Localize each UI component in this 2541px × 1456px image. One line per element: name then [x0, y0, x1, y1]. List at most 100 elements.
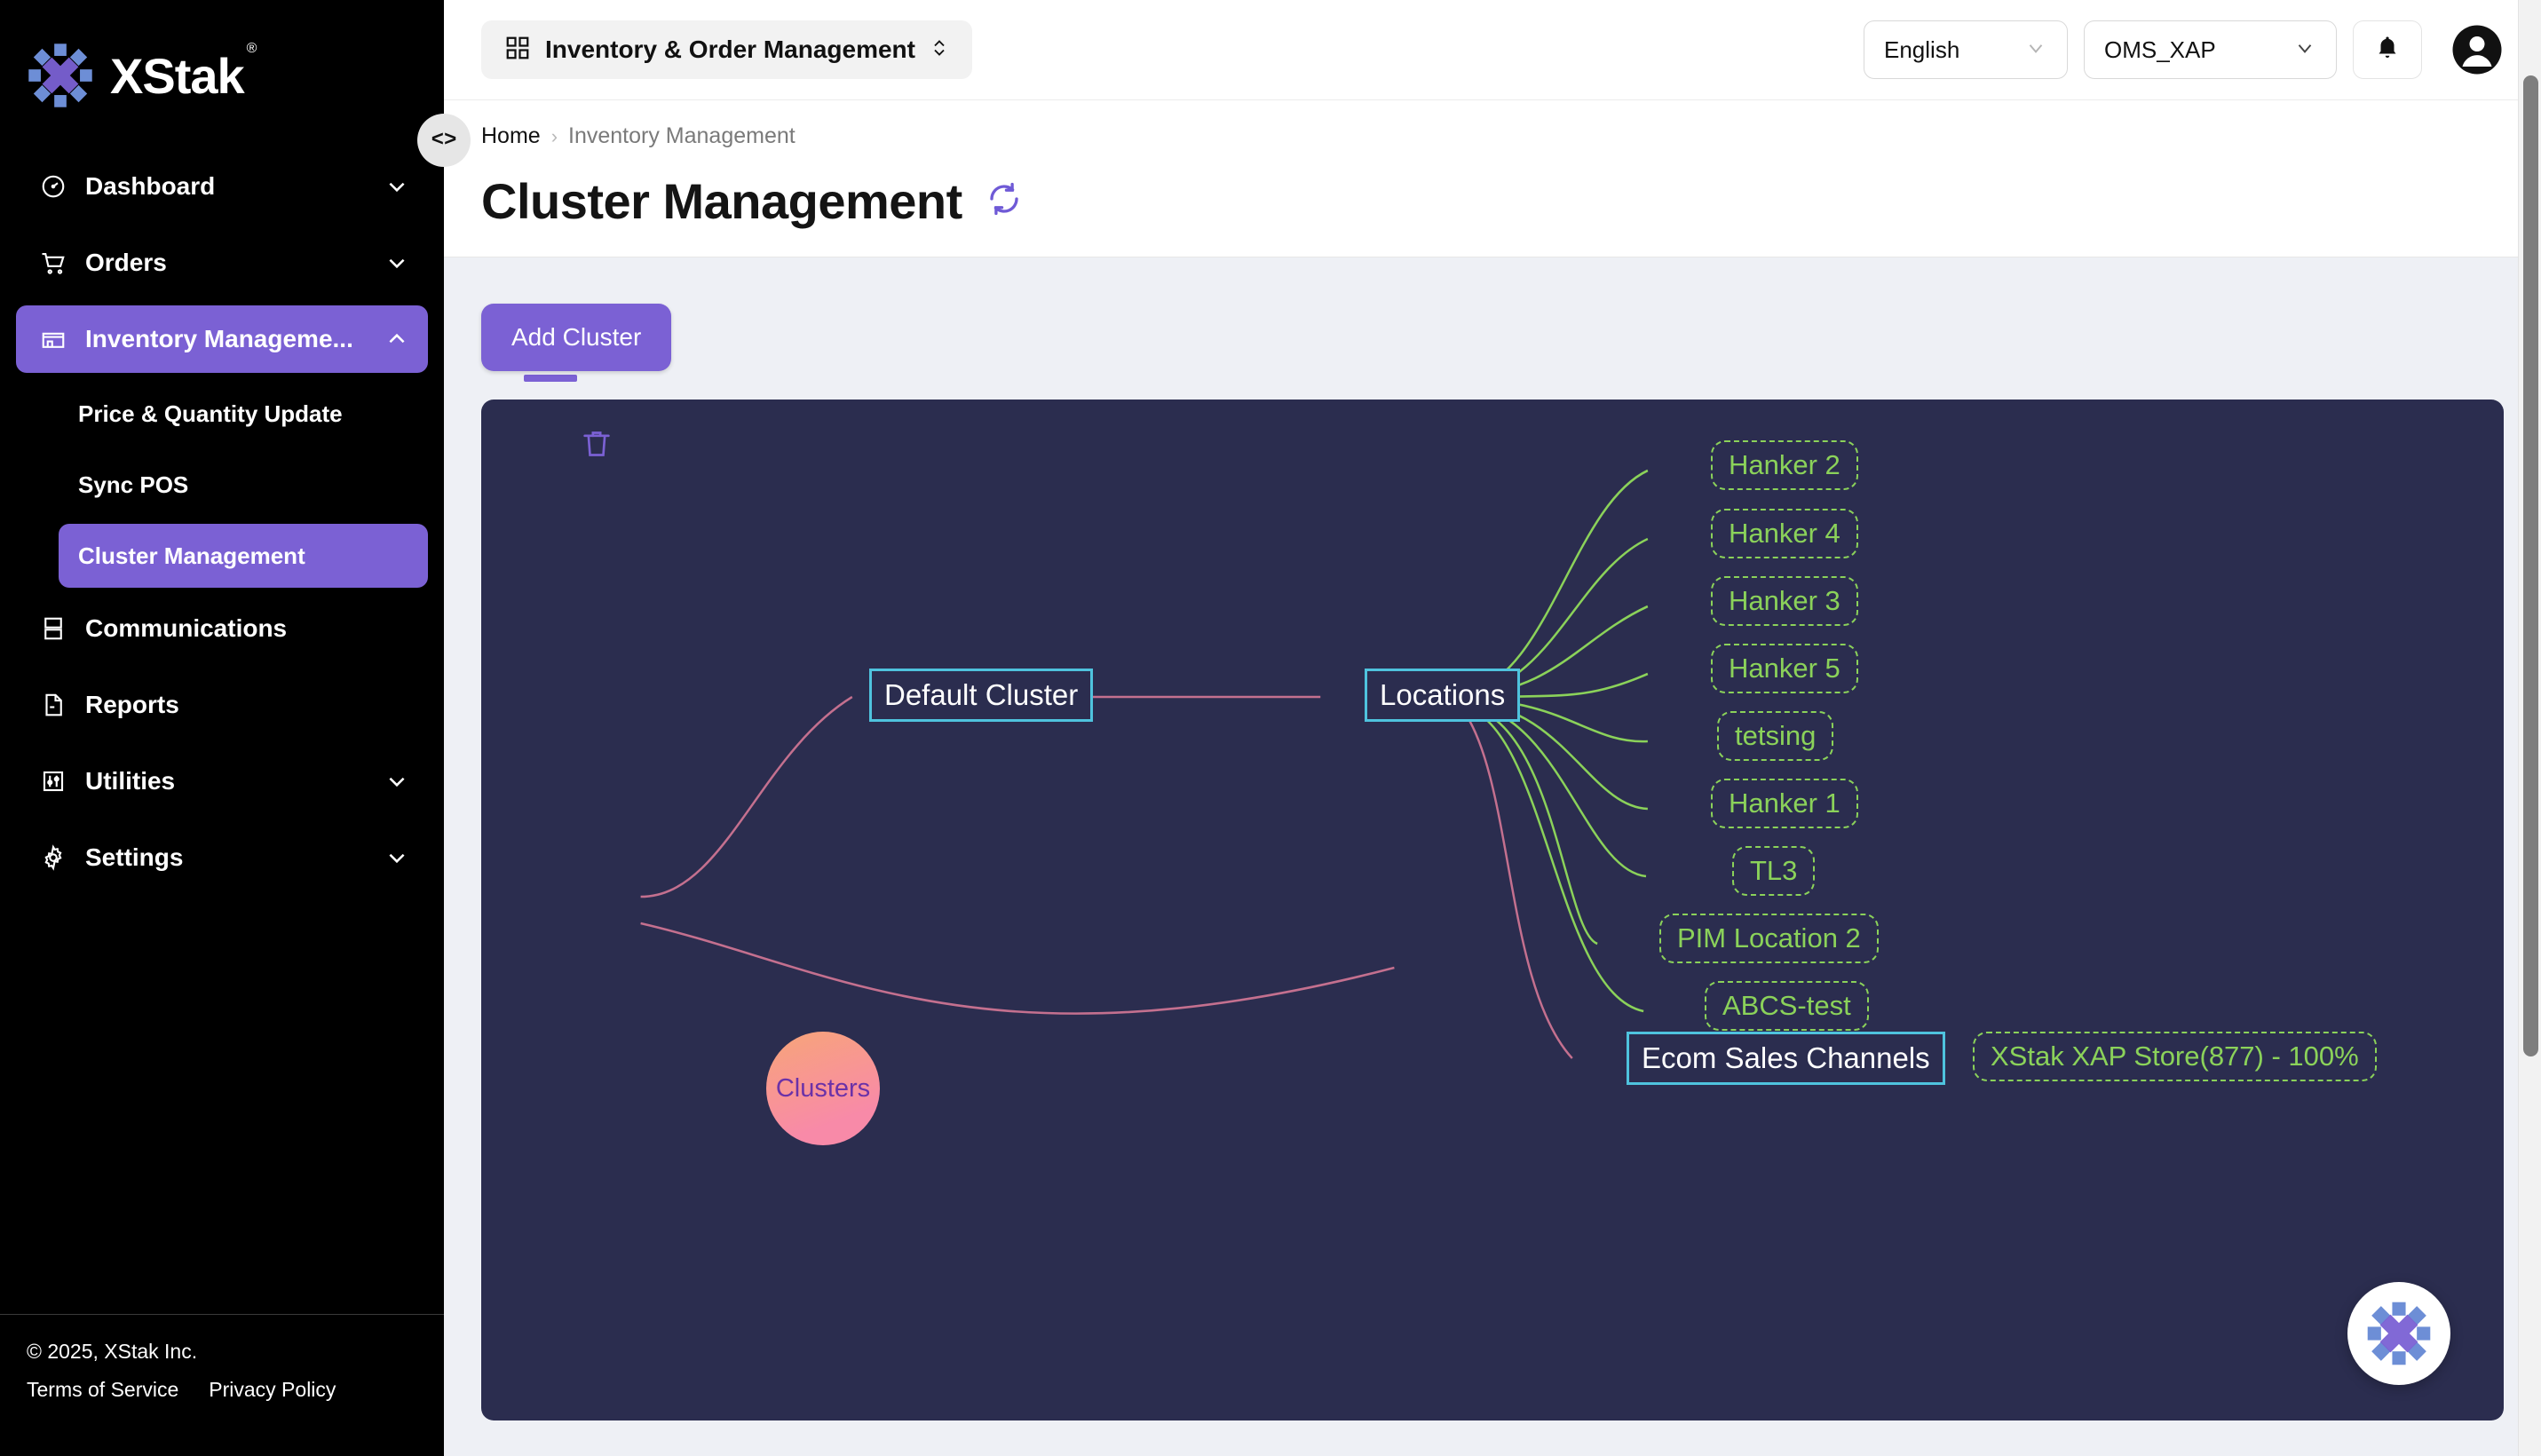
- node-abcs-test[interactable]: ABCS-test: [1705, 981, 1869, 1031]
- xstak-help-fab[interactable]: [2347, 1282, 2450, 1385]
- breadcrumb-home[interactable]: Home: [481, 123, 541, 148]
- xstak-asterisk-logo-icon: [2367, 1302, 2431, 1365]
- speedometer-icon: [36, 173, 71, 200]
- account-value: OMS_XAP: [2104, 36, 2216, 63]
- app-switcher[interactable]: Inventory & Order Management: [481, 20, 972, 79]
- edge-locations-abcs-test: [1462, 705, 1644, 1013]
- node-locations[interactable]: Locations: [1365, 669, 1521, 722]
- breadcrumb: Home › Inventory Management: [481, 123, 2504, 149]
- profile-avatar[interactable]: [2450, 23, 2504, 76]
- edge-locations-pim-location-2: [1462, 703, 1598, 946]
- terms-of-service-link[interactable]: Terms of Service: [27, 1378, 179, 1401]
- sidebar-item-label: Reports: [85, 691, 179, 718]
- edge-clusters-ecom: [640, 922, 1395, 1015]
- up-down-chevron-icon: [930, 35, 949, 66]
- sidebar-item-label: Communications: [85, 614, 288, 642]
- node-label: Hanker 1: [1711, 779, 1858, 828]
- sidebar-footer: © 2025, XStak Inc. Terms of Service Priv…: [0, 1314, 444, 1456]
- node-label: XStak XAP Store(877) - 100%: [1973, 1032, 2377, 1081]
- sidebar-item-label: Settings: [85, 843, 184, 871]
- privacy-policy-link[interactable]: Privacy Policy: [209, 1378, 336, 1401]
- node-label: PIM Location 2: [1659, 914, 1879, 963]
- chevron-down-icon: [385, 251, 408, 274]
- cluster-diagram-canvas[interactable]: Clusters Default Cluster Locations Ecom …: [481, 400, 2504, 1420]
- sidebar-item-label: Orders: [85, 249, 167, 276]
- sidebar-item-settings[interactable]: Settings: [16, 824, 428, 891]
- sliders-icon: [36, 768, 71, 795]
- node-label: Default Cluster: [869, 669, 1094, 722]
- brand[interactable]: XStak®: [0, 0, 444, 117]
- trash-icon[interactable]: [579, 426, 614, 466]
- store-icon: [36, 326, 71, 352]
- sidebar: XStak® <> Dashboard Orders: [0, 0, 471, 1456]
- page-header: Home › Inventory Management Cluster Mana…: [444, 100, 2541, 257]
- node-hanker-4[interactable]: Hanker 4: [1711, 509, 1858, 558]
- node-hanker-5[interactable]: Hanker 5: [1711, 644, 1858, 693]
- node-pim-location-2[interactable]: PIM Location 2: [1659, 914, 1879, 963]
- sidebar-subitem-cluster-management[interactable]: Cluster Management: [59, 524, 428, 588]
- code-chevrons-icon: <>: [431, 128, 457, 153]
- node-label: TL3: [1732, 846, 1816, 896]
- scrollbar-thumb[interactable]: [2523, 75, 2538, 1056]
- language-value: English: [1884, 36, 1960, 63]
- node-label: ABCS-test: [1705, 981, 1869, 1031]
- account-selector[interactable]: OMS_XAP: [2084, 20, 2337, 79]
- chevron-down-icon: [2024, 36, 2047, 64]
- sidebar-item-dashboard[interactable]: Dashboard: [16, 153, 428, 220]
- node-hanker-2[interactable]: Hanker 2: [1711, 440, 1858, 490]
- refresh-icon[interactable]: [986, 180, 1023, 222]
- sidebar-subitem-label: Sync POS: [78, 471, 189, 498]
- bell-icon: [2374, 35, 2401, 66]
- node-ecom-sales-channels[interactable]: Ecom Sales Channels: [1627, 1032, 1945, 1085]
- sidebar-nav: Dashboard Orders Inventory Manageme...: [0, 153, 444, 1314]
- page-scrollbar[interactable]: [2518, 0, 2541, 1456]
- document-icon: [36, 692, 71, 718]
- node-hanker-3[interactable]: Hanker 3: [1711, 576, 1858, 626]
- gear-icon: [36, 844, 71, 871]
- language-selector[interactable]: English: [1864, 20, 2068, 79]
- brand-name: XStak®: [110, 40, 257, 104]
- add-cluster-button[interactable]: Add Cluster: [481, 304, 672, 371]
- node-label: Locations: [1365, 669, 1521, 722]
- node-tetsing[interactable]: tetsing: [1717, 711, 1834, 761]
- notifications-button[interactable]: [2353, 20, 2422, 79]
- node-label: Hanker 2: [1711, 440, 1858, 490]
- node-default-cluster[interactable]: Default Cluster: [869, 669, 1094, 722]
- node-tl3[interactable]: TL3: [1732, 846, 1816, 896]
- copyright-text: © 2025, XStak Inc.: [27, 1340, 198, 1363]
- sidebar-item-label: Utilities: [85, 767, 176, 795]
- node-label: tetsing: [1717, 711, 1834, 761]
- breadcrumb-current: Inventory Management: [568, 123, 796, 148]
- sidebar-collapse-toggle[interactable]: <>: [417, 114, 471, 167]
- node-clusters[interactable]: Clusters: [766, 1032, 880, 1145]
- node-xstak-xap-store[interactable]: XStak XAP Store(877) - 100%: [1973, 1032, 2377, 1081]
- sidebar-item-label: Inventory Manageme...: [85, 325, 353, 352]
- sidebar-subitem-label: Cluster Management: [78, 542, 305, 569]
- edge-locations-hanker-2: [1462, 469, 1649, 694]
- sidebar-subitem-price-quantity-update[interactable]: Price & Quantity Update: [59, 382, 428, 446]
- grid-icon: [504, 35, 531, 66]
- page-body: Add Cluster: [444, 257, 2541, 1420]
- hidden-tab-indicator: [524, 375, 577, 382]
- main-content: Inventory & Order Management English OMS…: [444, 0, 2541, 1456]
- page-title: Cluster Management: [481, 173, 962, 229]
- node-hanker-1[interactable]: Hanker 1: [1711, 779, 1858, 828]
- node-label: Ecom Sales Channels: [1627, 1032, 1945, 1085]
- sidebar-item-label: Dashboard: [85, 172, 216, 200]
- topbar: Inventory & Order Management English OMS…: [444, 0, 2541, 100]
- app-switcher-label: Inventory & Order Management: [545, 36, 915, 63]
- sidebar-item-communications[interactable]: Communications: [16, 595, 428, 662]
- sidebar-item-orders[interactable]: Orders: [16, 229, 428, 297]
- node-label: Hanker 4: [1711, 509, 1858, 558]
- edge-locations-tl3: [1462, 701, 1647, 878]
- chevron-down-icon: [385, 770, 408, 793]
- node-label: Clusters: [766, 1032, 880, 1145]
- sidebar-item-inventory-management[interactable]: Inventory Manageme...: [16, 305, 428, 373]
- sidebar-item-utilities[interactable]: Utilities: [16, 748, 428, 815]
- sidebar-subitem-label: Price & Quantity Update: [78, 400, 343, 427]
- chevron-down-icon: [385, 846, 408, 869]
- node-label: Hanker 5: [1711, 644, 1858, 693]
- sidebar-item-reports[interactable]: Reports: [16, 671, 428, 739]
- sidebar-subitem-sync-pos[interactable]: Sync POS: [59, 453, 428, 517]
